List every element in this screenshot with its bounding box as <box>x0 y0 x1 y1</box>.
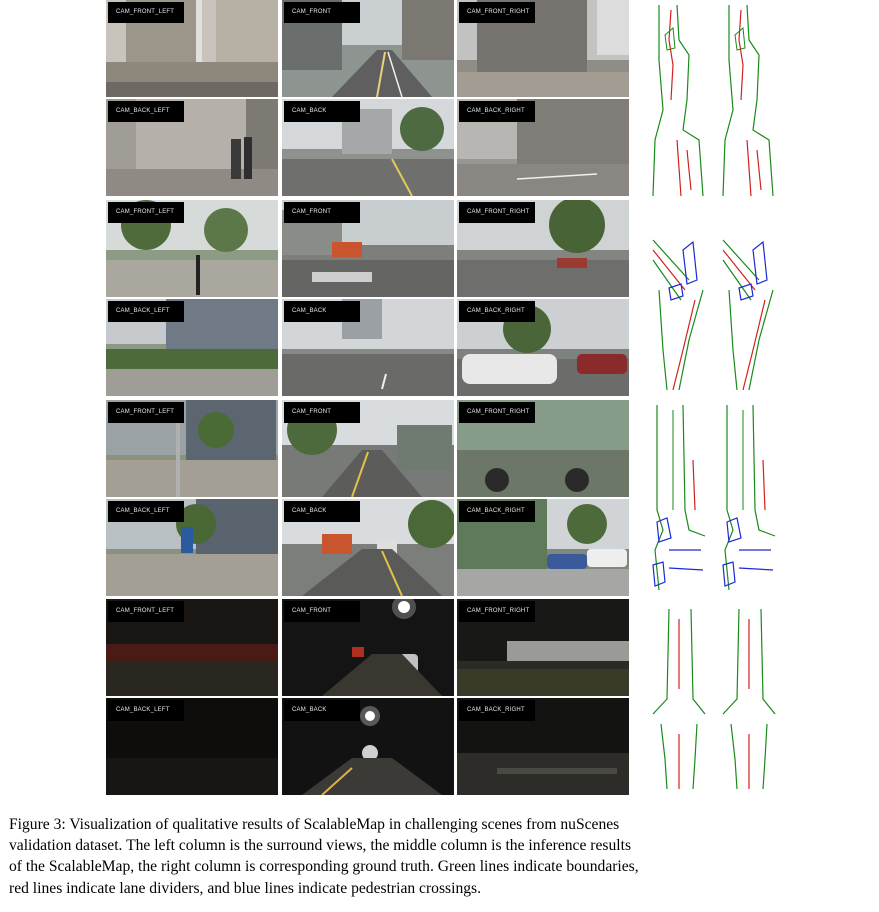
camera-label: CAM_FRONT_RIGHT <box>459 2 535 23</box>
camera-view-back-right: CAM_BACK_RIGHT <box>457 299 629 396</box>
surround-views: CAM_FRONT_LEFT CAM_FRONT <box>106 400 629 596</box>
ground-truth-map <box>719 599 779 795</box>
camera-view-front: CAM_FRONT <box>282 0 454 97</box>
camera-label: CAM_BACK_RIGHT <box>459 501 535 522</box>
caption-line-2: validation dataset. The left column is t… <box>9 837 632 855</box>
camera-view-back: CAM_BACK <box>282 499 454 596</box>
camera-label: CAM_FRONT <box>284 202 360 223</box>
camera-view-back-left: CAM_BACK_LEFT <box>106 499 278 596</box>
camera-label: CAM_FRONT <box>284 601 360 622</box>
camera-view-back: CAM_BACK <box>282 99 454 196</box>
camera-view-back: CAM_BACK <box>282 299 454 396</box>
camera-label: CAM_BACK_RIGHT <box>459 101 535 122</box>
camera-label: CAM_FRONT_LEFT <box>108 402 184 423</box>
surround-views: CAM_FRONT_LEFT CAM_FRONT <box>106 200 629 396</box>
camera-label: CAM_FRONT_LEFT <box>108 202 184 223</box>
caption-line-3: of the ScalableMap, the right column is … <box>9 858 639 876</box>
camera-label: CAM_FRONT_RIGHT <box>459 601 535 622</box>
camera-label: CAM_BACK <box>284 101 360 122</box>
map-drawing <box>652 404 706 591</box>
ground-truth-map <box>719 200 779 396</box>
camera-view-front-left: CAM_FRONT_LEFT <box>106 0 278 97</box>
camera-image <box>282 400 454 497</box>
map-drawing <box>652 4 704 197</box>
figure-caption: Figure 3: Visualization of qualitative r… <box>9 814 873 899</box>
scene-2: CAM_FRONT_LEFT CAM_FRONT <box>106 200 786 396</box>
scene-4: CAM_FRONT_LEFT CAM_FRONT <box>106 599 786 795</box>
camera-view-front-right: CAM_FRONT_RIGHT <box>457 400 629 497</box>
camera-view-back-right: CAM_BACK_RIGHT <box>457 698 629 795</box>
camera-label: CAM_BACK_RIGHT <box>459 301 535 322</box>
camera-label: CAM_FRONT_RIGHT <box>459 202 535 223</box>
camera-view-back-right: CAM_BACK_RIGHT <box>457 499 629 596</box>
camera-view-front: CAM_FRONT <box>282 200 454 297</box>
camera-label: CAM_BACK <box>284 301 360 322</box>
surround-views: CAM_FRONT_LEFT CAM_FRONT <box>106 0 629 196</box>
camera-label: CAM_FRONT_RIGHT <box>459 402 535 423</box>
map-drawing <box>722 608 776 790</box>
camera-image <box>457 698 629 795</box>
map-drawing <box>722 4 774 197</box>
camera-label: CAM_FRONT_LEFT <box>108 601 184 622</box>
prediction-map <box>649 0 709 197</box>
camera-image <box>106 299 278 396</box>
camera-label: CAM_BACK <box>284 501 360 522</box>
camera-view-front-right: CAM_FRONT_RIGHT <box>457 599 629 696</box>
camera-view-front: CAM_FRONT <box>282 400 454 497</box>
camera-label: CAM_BACK_LEFT <box>108 101 184 122</box>
camera-view-front-left: CAM_FRONT_LEFT <box>106 599 278 696</box>
camera-image <box>106 0 278 97</box>
camera-label: CAM_BACK_RIGHT <box>459 700 535 721</box>
figure: CAM_FRONT_LEFT CAM_FRONT <box>106 0 786 795</box>
camera-view-back-left: CAM_BACK_LEFT <box>106 698 278 795</box>
camera-view-front-right: CAM_FRONT_RIGHT <box>457 0 629 97</box>
camera-label: CAM_BACK_LEFT <box>108 501 184 522</box>
map-drawing <box>652 608 706 790</box>
camera-image <box>457 599 629 696</box>
camera-view-back-right: CAM_BACK_RIGHT <box>457 99 629 196</box>
prediction-map <box>649 599 709 795</box>
camera-view-front-left: CAM_FRONT_LEFT <box>106 400 278 497</box>
camera-view-front-left: CAM_FRONT_LEFT <box>106 200 278 297</box>
camera-view-back-left: CAM_BACK_LEFT <box>106 299 278 396</box>
camera-label: CAM_BACK <box>284 700 360 721</box>
map-drawing <box>722 404 776 591</box>
scene-1: CAM_FRONT_LEFT CAM_FRONT <box>106 0 786 197</box>
camera-label: CAM_FRONT_LEFT <box>108 2 184 23</box>
camera-view-back-left: CAM_BACK_LEFT <box>106 99 278 196</box>
prediction-map <box>649 400 709 596</box>
camera-label: CAM_BACK_LEFT <box>108 301 184 322</box>
camera-image <box>106 499 278 596</box>
camera-view-front: CAM_FRONT <box>282 599 454 696</box>
surround-views: CAM_FRONT_LEFT CAM_FRONT <box>106 599 629 795</box>
caption-line-1: Figure 3: Visualization of qualitative r… <box>9 816 620 833</box>
ground-truth-map <box>719 0 779 197</box>
camera-view-front-right: CAM_FRONT_RIGHT <box>457 200 629 297</box>
camera-label: CAM_BACK_LEFT <box>108 700 184 721</box>
map-drawing <box>722 239 774 391</box>
map-drawing <box>652 239 704 391</box>
camera-label: CAM_FRONT <box>284 2 360 23</box>
camera-image <box>106 200 278 297</box>
camera-view-back: CAM_BACK <box>282 698 454 795</box>
scene-3: CAM_FRONT_LEFT CAM_FRONT <box>106 400 786 596</box>
camera-image <box>282 698 454 795</box>
ground-truth-map <box>719 400 779 596</box>
prediction-map <box>649 200 709 396</box>
camera-label: CAM_FRONT <box>284 402 360 423</box>
caption-line-4: red lines indicate lane dividers, and bl… <box>9 879 482 897</box>
